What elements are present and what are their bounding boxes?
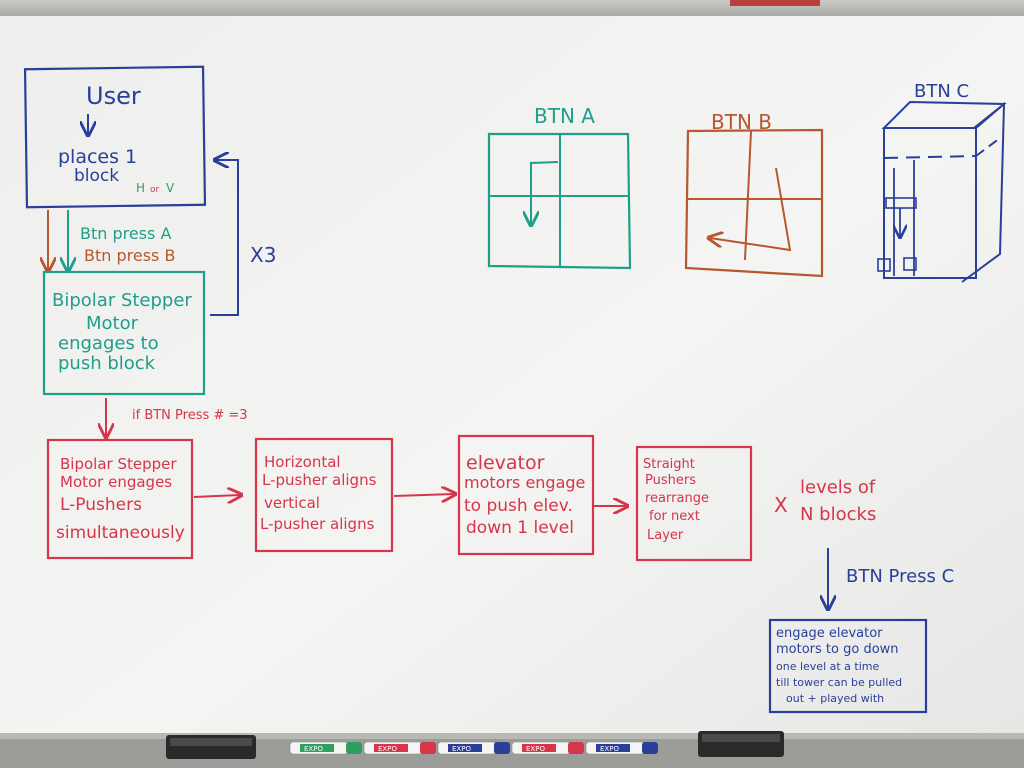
svg-text:Layer: Layer [647,528,684,543]
loop-arrow [210,160,239,316]
flow-box-3: elevator motors engage to push elev. dow… [457,434,595,556]
btn-c-diagram: BTN C [877,81,1007,283]
svg-text:out + played with: out + played with [786,692,884,705]
marker-3[interactable]: EXPO [511,741,584,755]
eraser-left[interactable] [166,735,256,759]
svg-text:Straight: Straight [643,457,695,472]
svg-text:till tower can be pulled: till tower can be pulled [776,676,902,689]
hv-h: H [136,181,145,195]
flow-box-4: Straight Pushers rearrange for next Laye… [635,445,753,562]
hv-v: V [166,181,175,195]
block-label: block [74,166,119,186]
btn-press-c-label: BTN Press C [846,566,954,587]
flow-arrow-1 [193,495,240,497]
svg-text:Motor engages: Motor engages [60,473,172,491]
svg-text:push block: push block [58,353,156,374]
flow-box-1: Bipolar Stepper Motor engages L-Pushers … [46,438,194,560]
marker-label: EXPO [526,745,545,753]
btn-a-diagram: BTN A [487,104,632,270]
levels-line1: levels of [800,477,876,498]
repeat-label: X3 [250,243,276,267]
btn-b-diagram: BTN B [684,110,824,278]
svg-text:engages to: engages to [58,333,159,354]
svg-text:L-pusher aligns: L-pusher aligns [260,515,375,533]
eraser-right[interactable] [698,731,784,757]
places-label: places 1 [58,146,137,168]
marker-set[interactable]: EXPO EXPO EXPO EXPO EXPO [289,741,658,755]
svg-text:L-Pushers: L-Pushers [60,495,142,515]
final-box: engage elevator motors to go down one le… [768,618,928,714]
svg-text:engage elevator: engage elevator [776,626,883,641]
flow-arrow-2 [393,494,454,496]
marker-1[interactable]: EXPO [363,741,436,755]
svg-text:Bipolar Stepper: Bipolar Stepper [60,455,177,473]
svg-text:Bipolar Stepper: Bipolar Stepper [52,290,192,311]
marker-4[interactable]: EXPO [585,741,658,755]
user-box: User places 1 block H or V [23,65,207,209]
svg-text:simultaneously: simultaneously [56,523,185,543]
levels-line2: N blocks [800,504,876,525]
svg-text:motors engage: motors engage [464,473,585,492]
marker-label: EXPO [452,745,471,753]
svg-text:vertical: vertical [264,494,320,512]
user-label: User [86,82,141,110]
board-top-frame [0,0,1024,16]
svg-text:Motor: Motor [86,313,139,334]
stepper-box: Bipolar Stepper Motor engages to push bl… [42,270,206,396]
marker-0[interactable]: EXPO [289,741,362,755]
svg-text:Pushers: Pushers [645,473,696,488]
svg-text:for next: for next [649,509,700,524]
frame-clip [730,0,820,6]
svg-text:down 1 level: down 1 level [466,518,574,538]
btn-press-a-label: Btn press A [80,224,171,243]
marker-label: EXPO [378,745,397,753]
svg-text:to push elev.: to push elev. [464,496,573,516]
btn-c-label: BTN C [914,81,969,102]
marker-label: EXPO [304,745,323,753]
svg-text:motors to go down: motors to go down [776,642,899,657]
hv-or: or [150,185,160,195]
marker-label: EXPO [600,745,619,753]
svg-text:elevator: elevator [466,452,545,474]
btn-press-b-label: Btn press B [84,246,175,265]
levels-x: X [774,493,788,517]
svg-text:rearrange: rearrange [645,491,709,506]
btn-a-label: BTN A [534,104,595,128]
svg-text:L-pusher aligns: L-pusher aligns [262,471,377,489]
flow-box-2: Horizontal L-pusher aligns vertical L-pu… [254,437,394,553]
svg-text:one level at a time: one level at a time [776,660,879,673]
svg-text:Horizontal: Horizontal [264,453,341,471]
marker-2[interactable]: EXPO [437,741,510,755]
condition-label: if BTN Press # =3 [132,408,248,423]
